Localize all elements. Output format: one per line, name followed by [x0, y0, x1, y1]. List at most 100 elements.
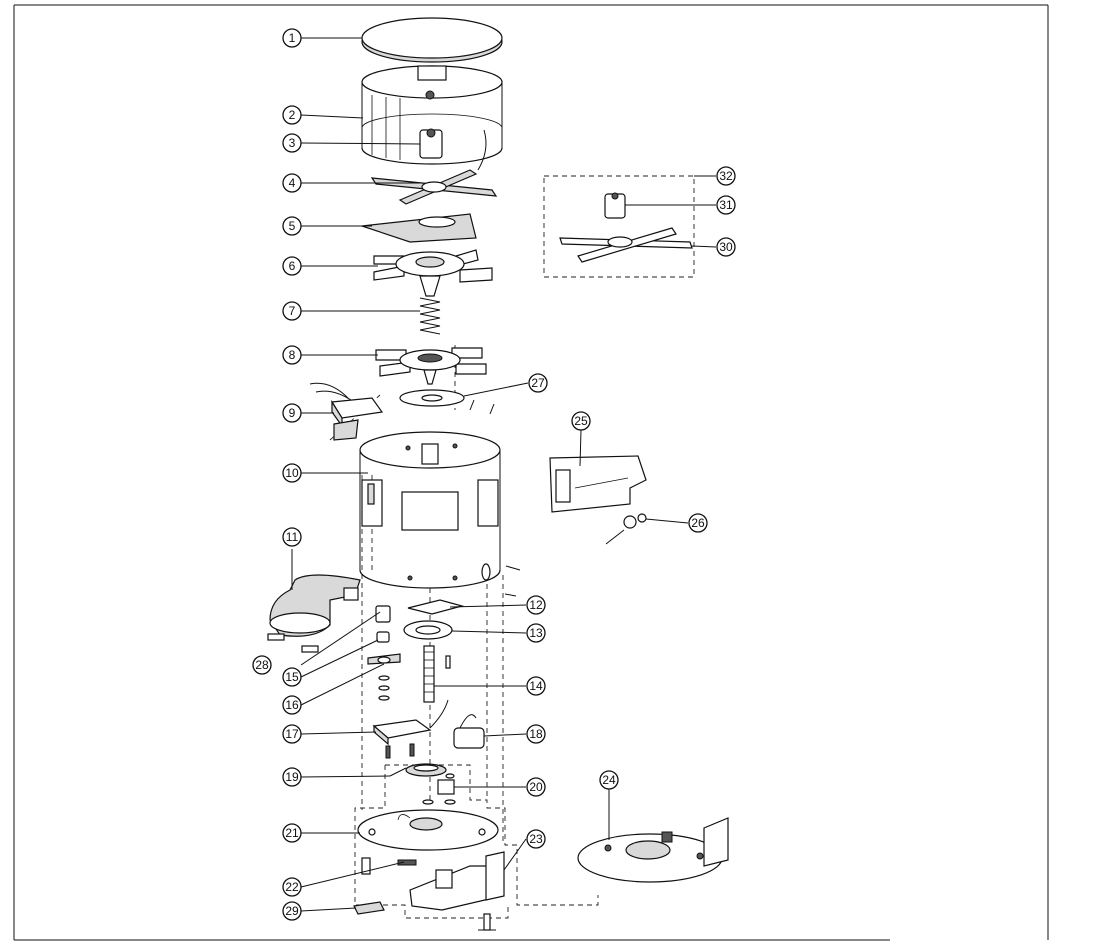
part-small-washers — [378, 675, 390, 701]
part-small-screws — [469, 399, 495, 415]
part-chute-screws — [267, 633, 319, 653]
part-washer — [399, 389, 465, 407]
callout-29: 29 — [282, 901, 302, 921]
part-housing — [359, 431, 501, 589]
callout-label: 19 — [285, 770, 299, 784]
callout-label: 2 — [289, 108, 296, 122]
callout-26: 26 — [688, 513, 708, 533]
part-bushing — [375, 605, 391, 623]
callout-2: 2 — [282, 105, 302, 125]
part-screw-washer — [605, 513, 647, 545]
callout-label: 17 — [285, 727, 299, 741]
part-small-nut — [604, 192, 626, 219]
callout-6: 6 — [282, 256, 302, 276]
callout-8: 8 — [282, 345, 302, 365]
part-star-gear — [367, 653, 401, 665]
callout-label: 16 — [285, 698, 299, 712]
callout-label: 26 — [691, 516, 705, 530]
callout-label: 6 — [289, 259, 296, 273]
callout-label: 25 — [574, 414, 588, 428]
callout-27: 27 — [528, 373, 548, 393]
callout-7: 7 — [282, 301, 302, 321]
callout-label: 28 — [255, 658, 269, 672]
callout-label: 32 — [719, 169, 733, 183]
callout-label: 7 — [289, 304, 296, 318]
callout-label: 8 — [289, 348, 296, 362]
part-coil-spring — [389, 763, 447, 777]
callout-label: 13 — [529, 626, 543, 640]
callout-label: 30 — [719, 240, 733, 254]
assembly-dashed-outlines — [329, 175, 695, 919]
part-switch-block — [309, 382, 384, 441]
part-gasket — [407, 599, 465, 615]
callout-label: 10 — [285, 466, 299, 480]
part-spacer — [376, 631, 390, 643]
callout-label: 15 — [285, 670, 299, 684]
callout-label: 1 — [289, 31, 296, 45]
callout-12: 12 — [526, 595, 546, 615]
callout-label: 12 — [529, 598, 543, 612]
part-plate — [361, 213, 477, 243]
callout-1: 1 — [282, 28, 302, 48]
callout-label: 22 — [285, 880, 299, 894]
callout-label: 24 — [602, 773, 616, 787]
callout-label: 14 — [529, 679, 543, 693]
callout-label: 4 — [289, 176, 296, 190]
part-ring — [403, 620, 453, 640]
page-frame — [13, 4, 1049, 941]
part-bracket-plate — [549, 455, 647, 513]
callout-18: 18 — [526, 724, 546, 744]
callout-label: 5 — [289, 219, 296, 233]
callout-5: 5 — [282, 216, 302, 236]
callout-4: 4 — [282, 173, 302, 193]
callout-24: 24 — [599, 770, 619, 790]
callout-label: 9 — [289, 406, 296, 420]
callout-label: 29 — [285, 904, 299, 918]
callout-16: 16 — [282, 695, 302, 715]
callout-21: 21 — [282, 823, 302, 843]
part-lower-paddle — [375, 347, 487, 385]
part-label — [353, 901, 385, 915]
callout-17: 17 — [282, 724, 302, 744]
part-cam — [422, 773, 456, 805]
callout-25: 25 — [571, 411, 591, 431]
part-motor — [453, 714, 485, 749]
callout-14: 14 — [526, 676, 546, 696]
callout-19: 19 — [282, 767, 302, 787]
part-chute — [269, 574, 361, 637]
callout-11: 11 — [282, 527, 302, 547]
callout-28: 28 — [252, 655, 272, 675]
callout-30: 30 — [716, 237, 736, 257]
part-bottom-screw — [478, 913, 496, 931]
part-shaft — [423, 645, 451, 703]
part-lid — [361, 17, 503, 63]
part-small-beater — [559, 227, 693, 263]
callout-label: 21 — [285, 826, 299, 840]
callout-15: 15 — [282, 667, 302, 687]
part-housing-screws — [504, 565, 521, 597]
part-base-plate — [357, 809, 499, 851]
callout-label: 27 — [531, 376, 545, 390]
callout-3: 3 — [282, 133, 302, 153]
part-bracket — [409, 851, 505, 911]
callout-label: 23 — [529, 832, 543, 846]
leader-lines — [291, 37, 717, 912]
part-pin — [361, 857, 417, 875]
part-paddle-wheel — [373, 249, 493, 297]
callout-20: 20 — [526, 777, 546, 797]
callout-32: 32 — [716, 166, 736, 186]
callout-22: 22 — [282, 877, 302, 897]
callout-9: 9 — [282, 403, 302, 423]
callout-label: 31 — [719, 198, 733, 212]
callout-13: 13 — [526, 623, 546, 643]
part-base-assembly — [577, 817, 729, 883]
callout-label: 20 — [529, 780, 543, 794]
part-motor-mount — [372, 699, 449, 759]
part-nut — [419, 128, 443, 159]
callout-10: 10 — [282, 463, 302, 483]
part-upper-beater — [370, 169, 498, 205]
callout-23: 23 — [526, 829, 546, 849]
callout-label: 3 — [289, 136, 296, 150]
part-spring — [419, 297, 441, 335]
